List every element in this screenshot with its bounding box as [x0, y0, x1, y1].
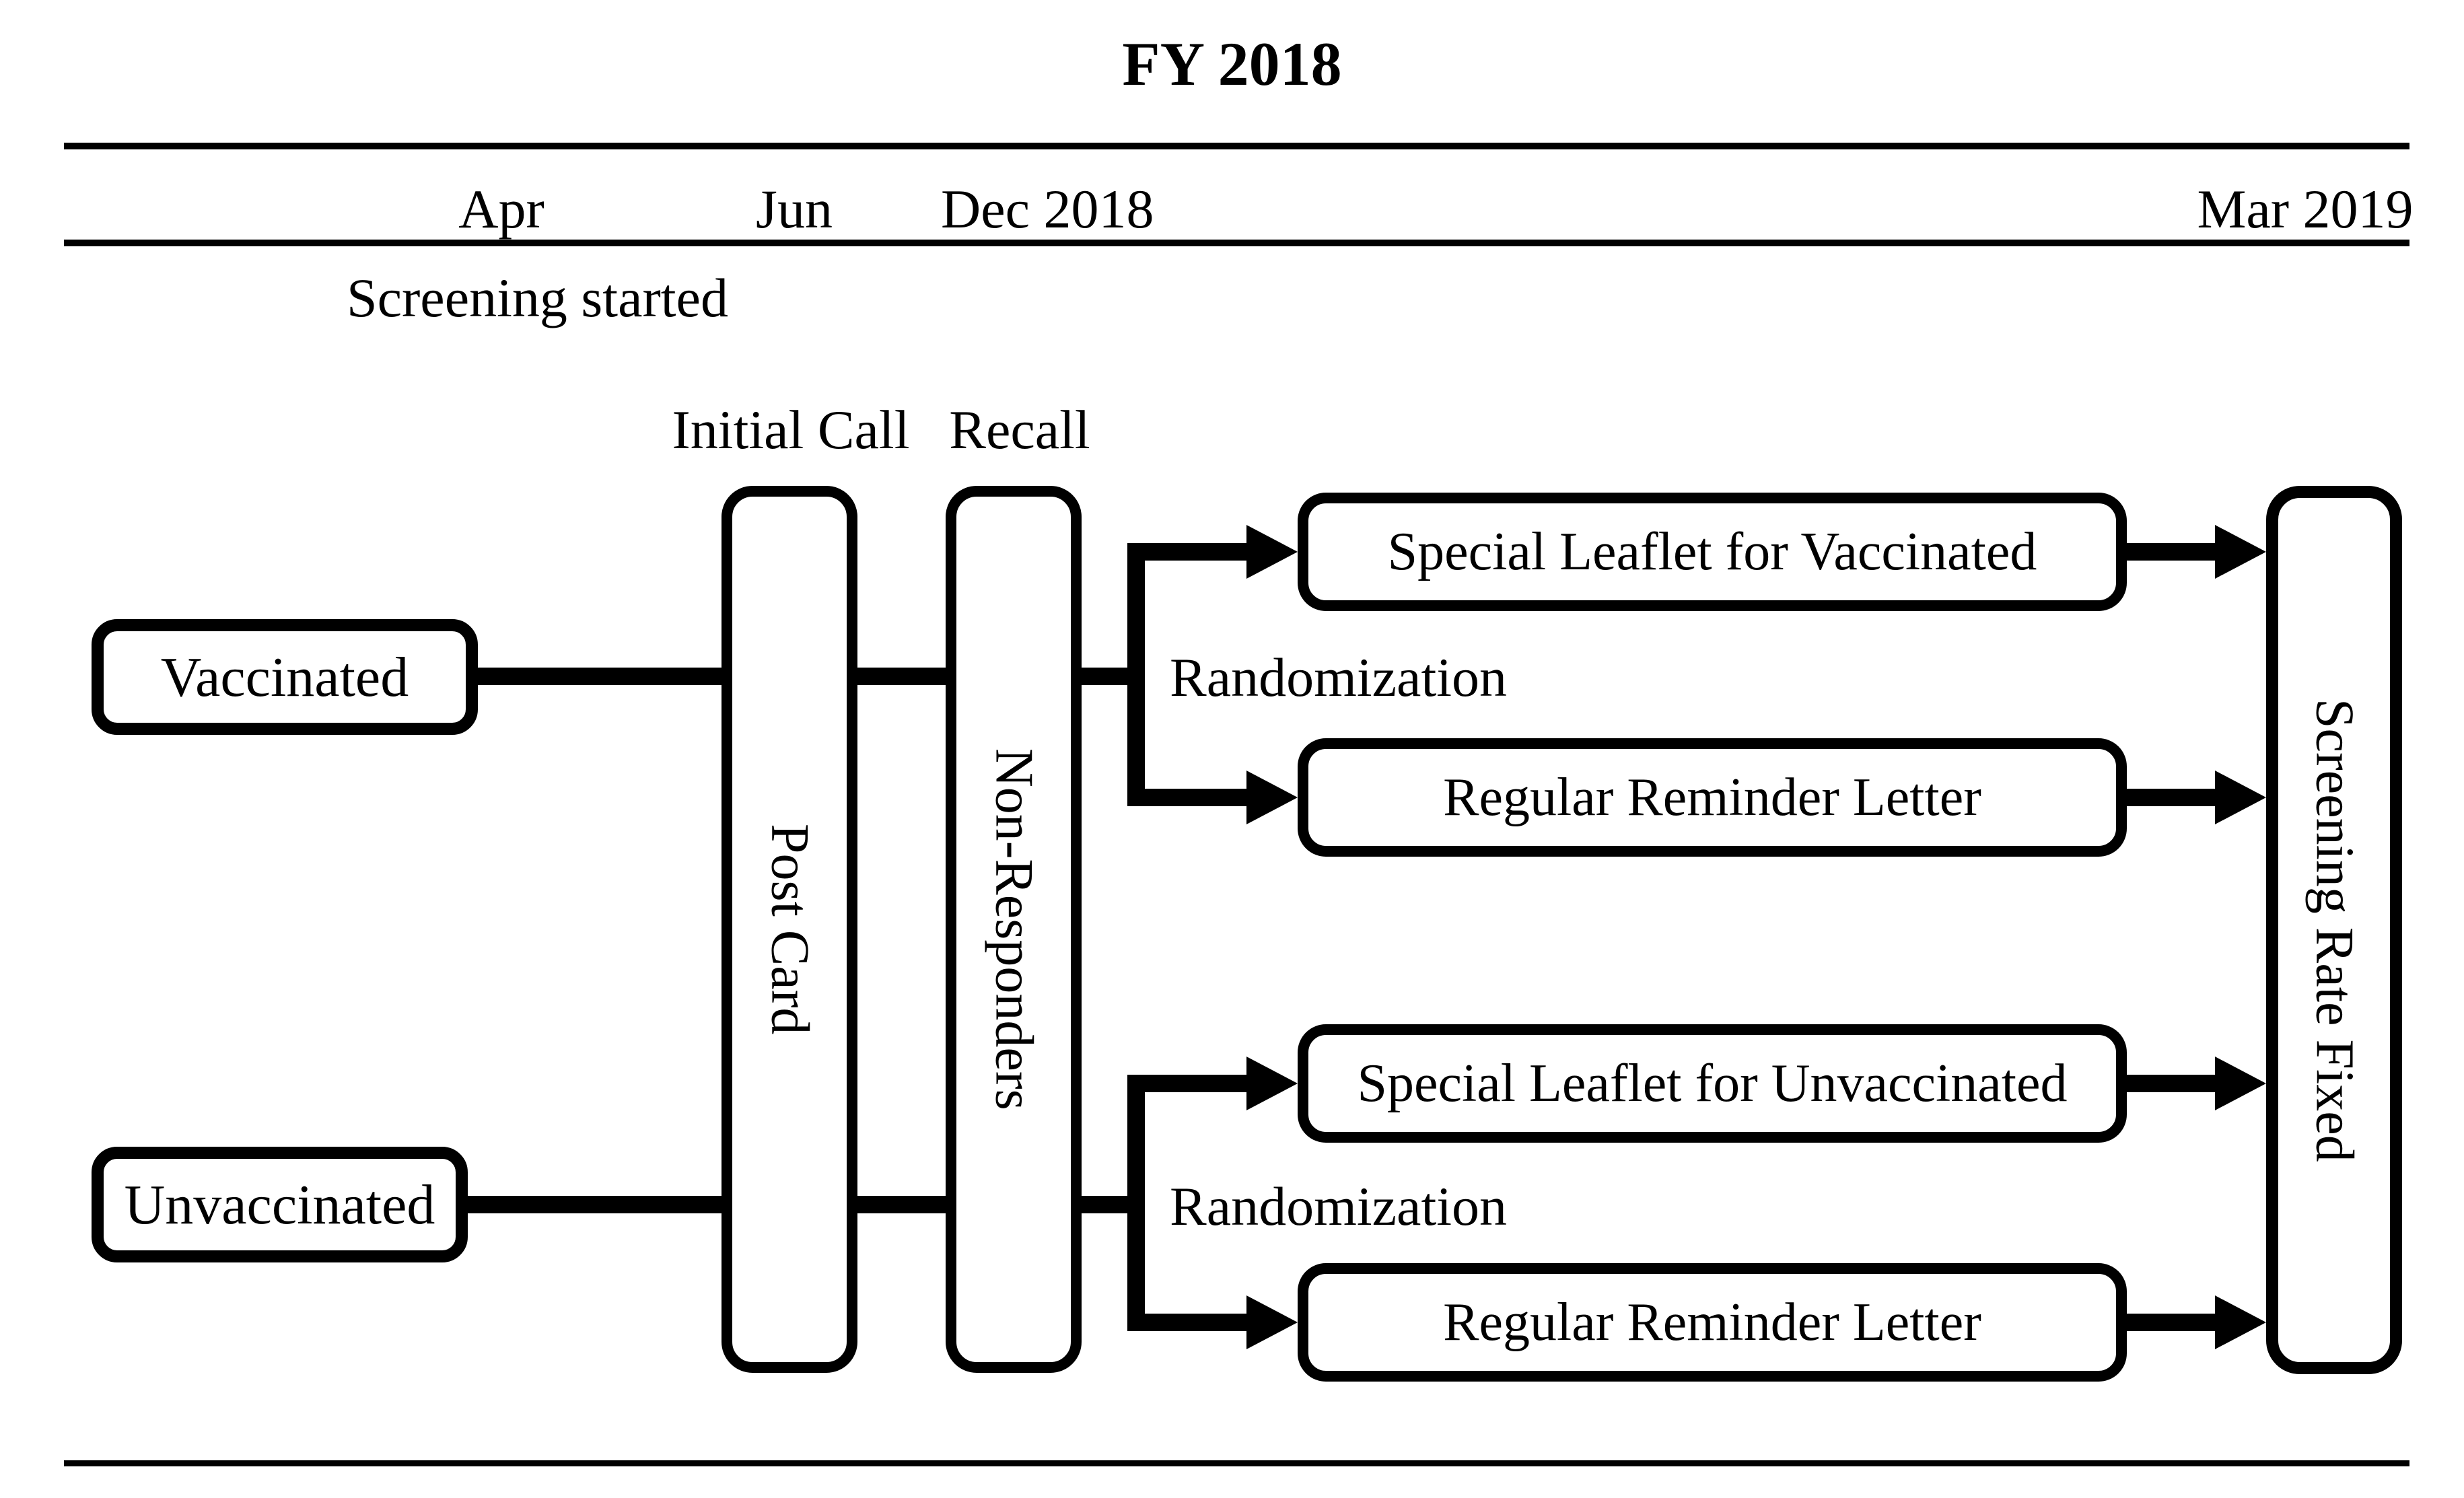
- post-card-node-label: Post Card: [760, 824, 820, 1035]
- special-leaflet-unvaccinated-node: Special Leaflet for Unvaccinated: [1298, 1024, 2127, 1143]
- figure-rule-bottom: [64, 1460, 2409, 1466]
- arrow-shaft-leaflet-vaccinated: [1127, 543, 1248, 561]
- arrow-shaft-out-3: [2123, 1075, 2218, 1092]
- timeline-label-apr: Apr: [458, 178, 544, 240]
- arrow-shaft-out-1: [2123, 543, 2218, 561]
- timeline-rule-top: [64, 143, 2409, 149]
- special-leaflet-unvaccinated-label: Special Leaflet for Unvaccinated: [1357, 1053, 2068, 1113]
- arrow-head-out-4: [2215, 1295, 2266, 1349]
- arrow-head-out-2: [2215, 771, 2266, 824]
- arrow-head-leaflet-unvaccinated: [1246, 1057, 1298, 1110]
- timeline-label-jun: Jun: [756, 178, 833, 240]
- connector-unvaccinated-to-postcard: [460, 1196, 723, 1213]
- vaccinated-node-label: Vaccinated: [160, 645, 409, 709]
- regular-reminder-vaccinated-node: Regular Reminder Letter: [1298, 738, 2127, 857]
- timeline-rule-middle: [64, 240, 2409, 246]
- arrow-head-out-1: [2215, 525, 2266, 579]
- randomization-unvaccinated-label: Randomization: [1170, 1176, 1508, 1237]
- branch-line-unvaccinated: [1127, 1075, 1145, 1331]
- unvaccinated-node: Unvaccinated: [92, 1147, 468, 1262]
- arrow-head-out-3: [2215, 1057, 2266, 1110]
- screening-started-label: Screening started: [347, 267, 728, 328]
- arrow-shaft-out-4: [2123, 1314, 2218, 1331]
- arrow-shaft-leaflet-unvaccinated: [1127, 1075, 1248, 1092]
- connector-postcard-to-nonresponders-bottom: [855, 1196, 947, 1213]
- post-card-node: Post Card: [721, 486, 857, 1373]
- screening-rate-fixed-node: Screening Rate Fixed: [2266, 486, 2402, 1374]
- randomization-vaccinated-label: Randomization: [1170, 647, 1508, 708]
- branch-line-vaccinated: [1127, 543, 1145, 806]
- arrow-head-regular-unvaccinated: [1246, 1295, 1298, 1349]
- initial-call-label: Initial Call: [672, 399, 910, 460]
- timeline-label-mar-2019: Mar 2019: [2197, 178, 2414, 240]
- connector-vaccinated-to-postcard: [470, 668, 723, 685]
- regular-reminder-unvaccinated-node: Regular Reminder Letter: [1298, 1263, 2127, 1382]
- regular-reminder-vaccinated-label: Regular Reminder Letter: [1443, 767, 1981, 827]
- special-leaflet-vaccinated-node: Special Leaflet for Vaccinated: [1298, 493, 2127, 611]
- non-responders-node: Non-Responders: [946, 486, 1082, 1373]
- arrow-shaft-out-2: [2123, 789, 2218, 806]
- screening-rate-fixed-node-label: Screening Rate Fixed: [2304, 698, 2364, 1162]
- regular-reminder-unvaccinated-label: Regular Reminder Letter: [1443, 1292, 1981, 1352]
- figure-title: FY 2018: [1122, 30, 1342, 98]
- arrow-shaft-regular-unvaccinated: [1127, 1314, 1248, 1331]
- arrow-head-leaflet-vaccinated: [1246, 525, 1298, 579]
- arrow-shaft-regular-vaccinated: [1127, 789, 1248, 806]
- non-responders-node-label: Non-Responders: [984, 748, 1044, 1110]
- unvaccinated-node-label: Unvaccinated: [124, 1173, 435, 1236]
- timeline-label-dec-2018: Dec 2018: [941, 178, 1154, 240]
- connector-postcard-to-nonresponders-top: [855, 668, 947, 685]
- arrow-head-regular-vaccinated: [1246, 771, 1298, 824]
- recall-label: Recall: [949, 399, 1090, 460]
- vaccinated-node: Vaccinated: [92, 619, 478, 735]
- special-leaflet-vaccinated-label: Special Leaflet for Vaccinated: [1387, 522, 2037, 581]
